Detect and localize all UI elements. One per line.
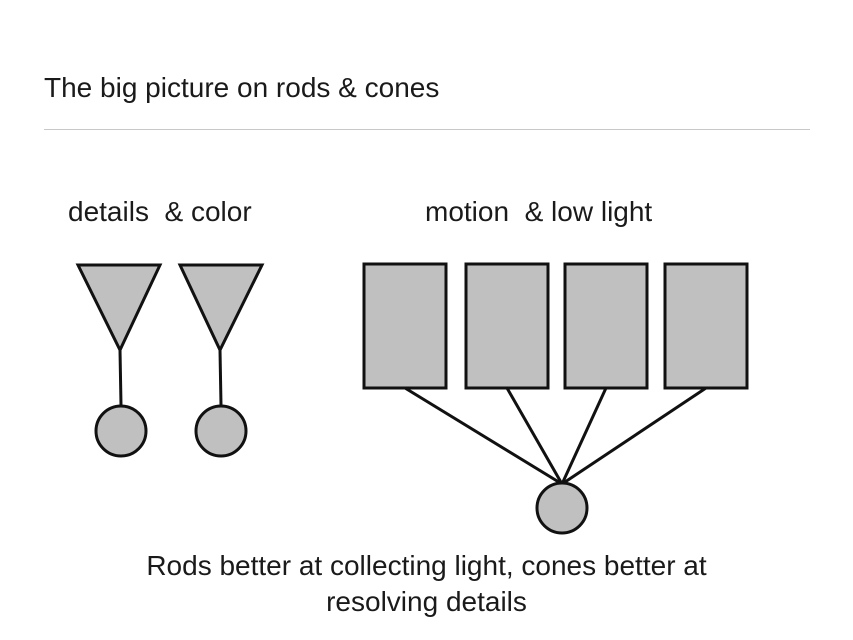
rod-group <box>362 262 749 535</box>
rod-4 <box>663 262 749 390</box>
rod-ganglion-cell <box>535 481 589 535</box>
rod-3 <box>563 262 649 390</box>
cone-1 <box>75 263 163 354</box>
rods-label: motion & low light <box>425 196 653 227</box>
cone-2-ganglion-cell <box>194 404 248 458</box>
rod-1-connector <box>404 386 563 486</box>
rod-3-connector <box>560 387 608 485</box>
cones-label: details & color <box>68 196 252 227</box>
slide-title: The big picture on rods & cones <box>44 72 440 103</box>
rod-2-connector <box>505 387 564 485</box>
cone-group-1 <box>75 263 163 458</box>
cone-group-2 <box>177 263 265 458</box>
title-divider <box>44 129 810 130</box>
rod-1 <box>362 262 448 390</box>
rod-4-connector <box>561 386 707 486</box>
caption-line-2: resolving details <box>326 586 527 617</box>
cone-1-ganglion-cell <box>94 404 148 458</box>
cone-1-connector <box>118 349 123 406</box>
caption-line-1: Rods better at collecting light, cones b… <box>146 550 707 581</box>
caption: Rods better at collecting light, cones b… <box>0 548 853 620</box>
cone-2 <box>177 263 265 354</box>
cone-2-connector <box>218 349 223 406</box>
rod-2 <box>464 262 550 390</box>
